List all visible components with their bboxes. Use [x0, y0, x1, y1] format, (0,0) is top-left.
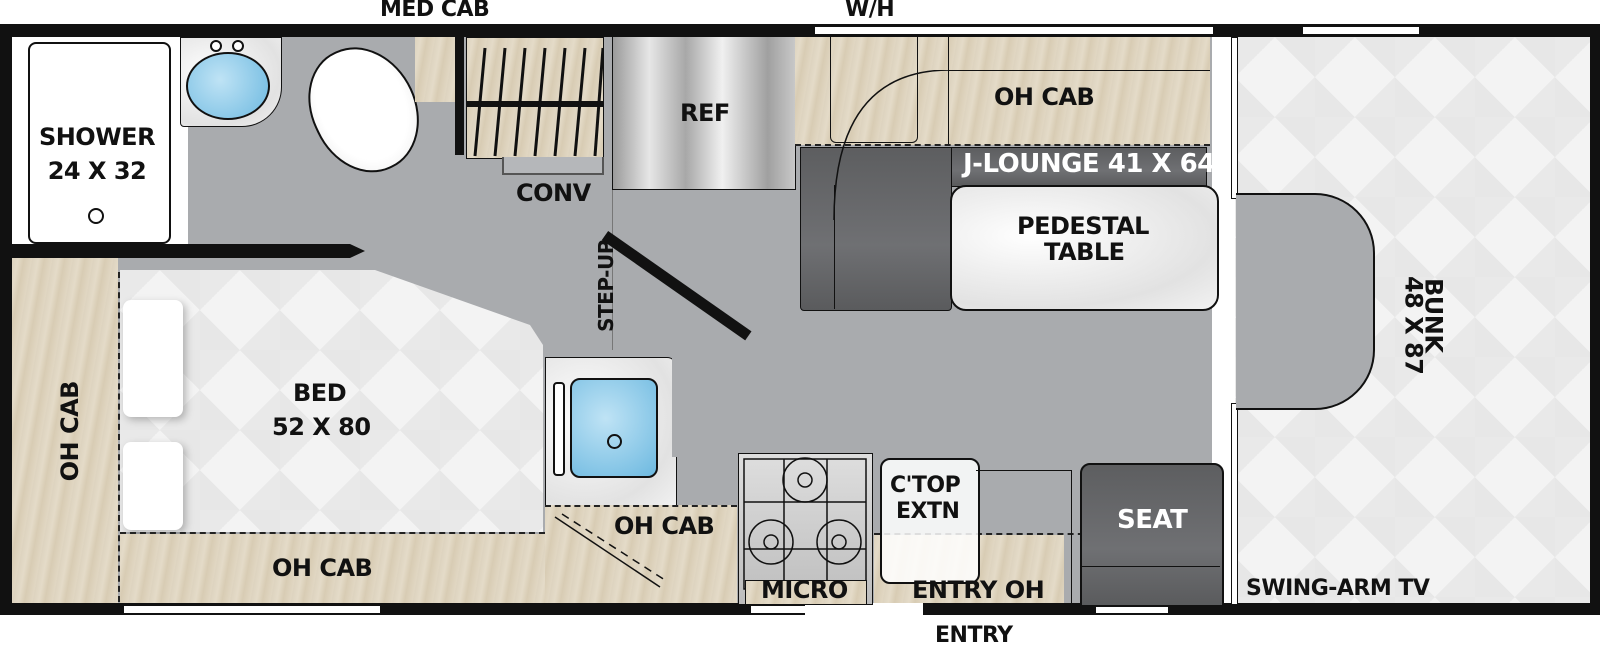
- wall-right: [1590, 24, 1600, 615]
- passenger-seat[interactable]: [1080, 463, 1224, 607]
- oh-cab-rear-label: OH CAB: [55, 381, 84, 482]
- entry-oh-dash: [874, 533, 1094, 535]
- j-lounge-side-cushion[interactable]: [800, 147, 952, 311]
- oh-cab-bed-bottom-dash: [120, 532, 545, 534]
- shower-drain-icon: [88, 208, 104, 224]
- burners-icon: [743, 457, 867, 590]
- pedestal-table[interactable]: [950, 185, 1219, 311]
- oh-cab-top[interactable]: [795, 37, 1210, 145]
- oh-cab-kitchen-label: OH CAB: [614, 512, 715, 540]
- oh-cab-top-label: OH CAB: [994, 83, 1095, 111]
- bunk-mattress[interactable]: [1235, 37, 1590, 603]
- entry-label: ENTRY: [935, 623, 1013, 648]
- entry-oh-label: ENTRY OH: [912, 576, 1045, 604]
- pedestal-table-line1: PEDESTAL: [1017, 212, 1149, 240]
- galley-counter-cutout: [672, 357, 692, 457]
- pedestal-table-line2: TABLE: [1044, 238, 1125, 266]
- bed-pillow-1: [123, 300, 183, 417]
- oh-cab-kitchen[interactable]: [545, 505, 737, 603]
- lavatory-faucet-icon: [210, 40, 246, 52]
- bunk-size: 48 X 87: [1399, 275, 1428, 375]
- cooktop[interactable]: [738, 453, 873, 605]
- oh-cab-rear-dash: [118, 272, 120, 602]
- step-up-label: STEP-UP: [593, 240, 618, 332]
- j-lounge-curve: [833, 70, 951, 220]
- oh-cab-bed-bottom-label: OH CAB: [272, 554, 373, 582]
- bed-size: 52 X 80: [272, 413, 371, 441]
- countertop-extension[interactable]: [880, 458, 980, 584]
- galley-sink-icon[interactable]: [570, 378, 658, 478]
- ctop-extn-line2: EXTN: [896, 499, 960, 524]
- window-bottom-bed: [123, 605, 381, 614]
- window-top-bunk: [1302, 26, 1420, 35]
- conv-oven[interactable]: [502, 157, 604, 175]
- j-lounge-label: J-LOUNGE 41 X 64: [963, 149, 1215, 179]
- ctop-extn-line1: C'TOP: [890, 473, 961, 498]
- bunk-rail-top: [1231, 37, 1238, 199]
- med-cab-label: MED CAB: [380, 0, 490, 22]
- bed-mattress[interactable]: [120, 270, 543, 532]
- conv-label: CONV: [516, 179, 591, 207]
- conv-wardrobe[interactable]: [466, 37, 604, 159]
- oh-cab-bed-bottom[interactable]: [120, 534, 545, 603]
- med-cab[interactable]: [415, 37, 460, 102]
- oh-cab-top-divider: [948, 37, 949, 145]
- refrigerator-label: REF: [680, 99, 730, 127]
- galley-faucet-icon: [553, 382, 565, 476]
- bed-label: BED: [293, 379, 347, 407]
- microwave[interactable]: [745, 580, 867, 605]
- refrigerator[interactable]: [612, 37, 796, 190]
- water-heater-label: W/H: [845, 0, 895, 22]
- bath-wall: [0, 244, 365, 258]
- oh-cab-top-dash: [795, 144, 1210, 146]
- cab-floor: [1236, 193, 1375, 410]
- lavatory-sink-icon[interactable]: [186, 52, 270, 120]
- water-heater[interactable]: [830, 37, 918, 143]
- oh-cab-kitchen-dash: [545, 505, 737, 507]
- shower-label: SHOWER: [38, 123, 156, 151]
- entry-door-opening[interactable]: [805, 603, 923, 615]
- galley-sink-drain-icon: [607, 434, 622, 449]
- oh-cab-rear[interactable]: [12, 258, 118, 603]
- entry-step-outline: [976, 470, 1072, 605]
- hanger-lines-icon: [467, 47, 603, 157]
- divider-wall-med-cab: [455, 37, 464, 155]
- wall-left: [0, 24, 12, 615]
- bunk-rail-bottom: [1231, 403, 1238, 605]
- microwave-label: MICRO: [761, 576, 848, 604]
- passenger-seat-seam: [1080, 566, 1220, 567]
- seat-label: SEAT: [1117, 505, 1188, 535]
- bed-pillow-2: [123, 442, 183, 530]
- swing-arm-tv-label: SWING-ARM TV: [1246, 576, 1430, 601]
- oh-cab-top-shelf: [948, 70, 1210, 71]
- window-top-wh: [814, 26, 1214, 35]
- step-up-edge: [612, 160, 613, 350]
- j-lounge-seam: [834, 185, 835, 309]
- oh-cab-kitchen-diagonal: [554, 513, 669, 588]
- shower-size: 24 X 32: [47, 157, 147, 185]
